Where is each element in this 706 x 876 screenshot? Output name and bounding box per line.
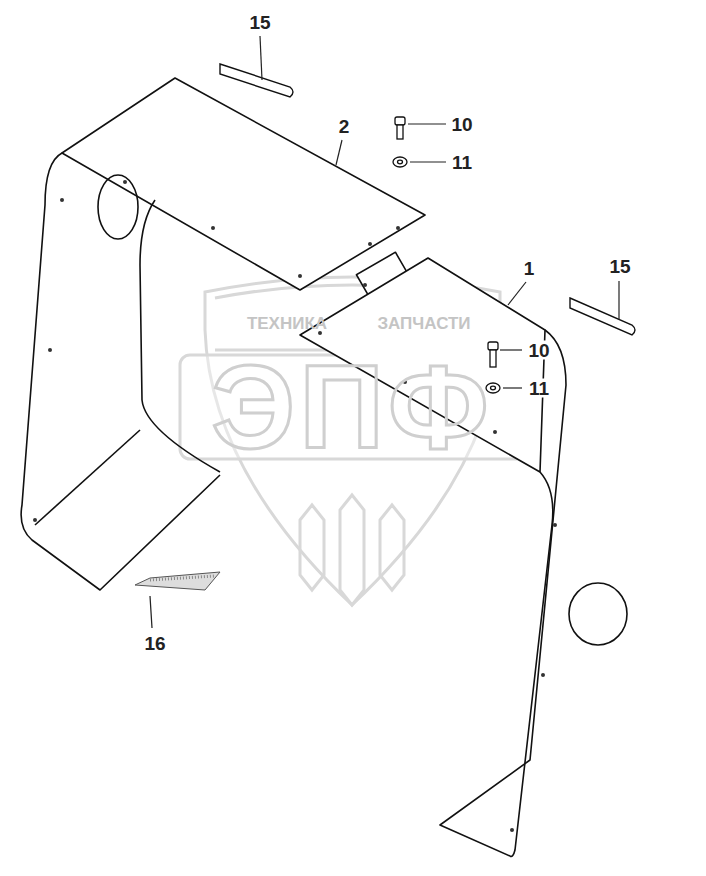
watermark-logo: ЭПФ xyxy=(211,348,492,466)
callout-number: 10 xyxy=(526,341,551,360)
watermark-text: ЗАПЧАСТИ xyxy=(377,315,470,332)
watermark-text: ТЕХНИКА xyxy=(247,315,327,332)
callout-number: 11 xyxy=(527,379,551,398)
callout-number: 1 xyxy=(522,259,537,278)
callout-number: 16 xyxy=(142,634,167,653)
callout-number: 11 xyxy=(450,153,474,172)
callout-number: 15 xyxy=(607,257,632,276)
seal-strip xyxy=(220,64,635,335)
brush-strip xyxy=(135,572,220,590)
callout-number: 15 xyxy=(247,13,272,32)
callout-number: 2 xyxy=(337,117,352,136)
callout-number: 10 xyxy=(449,115,474,134)
leader-line xyxy=(150,36,619,628)
